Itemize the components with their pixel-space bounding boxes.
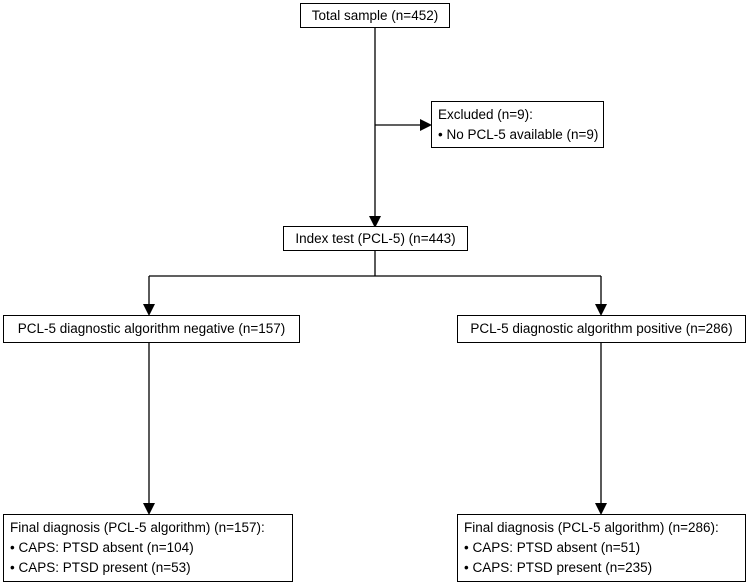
index-test-label: Index test (PCL-5) (n=443) xyxy=(295,230,456,246)
positive-box: PCL-5 diagnostic algorithm positive (n=2… xyxy=(457,315,746,343)
final-positive-item-present: • CAPS: PTSD present (n=235) xyxy=(464,560,653,575)
final-negative-item-present: • CAPS: PTSD present (n=53) xyxy=(10,560,191,575)
final-negative-title: Final diagnosis (PCL-5 algorithm) (n=157… xyxy=(10,520,265,535)
total-sample-box: Total sample (n=452) xyxy=(300,3,450,28)
final-positive-title: Final diagnosis (PCL-5 algorithm) (n=286… xyxy=(464,520,719,535)
final-positive-box: Final diagnosis (PCL-5 algorithm) (n=286… xyxy=(457,514,746,582)
final-negative-item-absent: • CAPS: PTSD absent (n=104) xyxy=(10,540,194,555)
total-sample-label: Total sample (n=452) xyxy=(311,7,439,23)
negative-label: PCL-5 diagnostic algorithm negative (n=1… xyxy=(17,321,286,336)
excluded-item: • No PCL-5 available (n=9) xyxy=(438,127,599,142)
negative-box: PCL-5 diagnostic algorithm negative (n=1… xyxy=(3,315,300,343)
excluded-title: Excluded (n=9): xyxy=(438,107,533,122)
final-negative-box: Final diagnosis (PCL-5 algorithm) (n=157… xyxy=(3,514,293,582)
final-positive-item-absent: • CAPS: PTSD absent (n=51) xyxy=(464,540,641,555)
excluded-box: Excluded (n=9): • No PCL-5 available (n=… xyxy=(431,101,604,148)
index-test-box: Index test (PCL-5) (n=443) xyxy=(283,226,468,251)
positive-label: PCL-5 diagnostic algorithm positive (n=2… xyxy=(470,321,733,336)
